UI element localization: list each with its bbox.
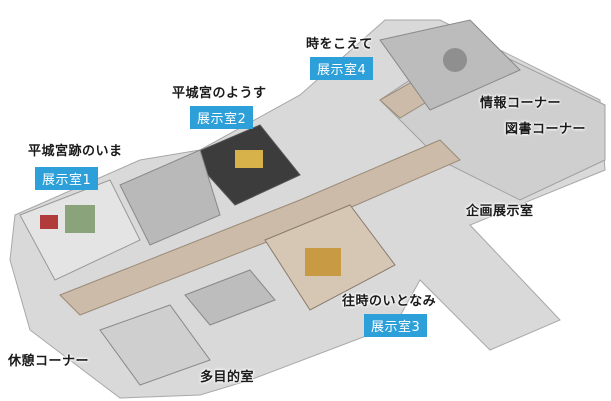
room2-model [235,150,263,168]
badge-room2: 展示室2 [190,106,254,129]
label-beyond-time: 時をこえて [306,37,373,52]
room3-pavilion [305,248,341,276]
room1-display [65,205,95,233]
rest-area [99,304,211,386]
label-special-exhibit: 企画展示室 [466,204,534,219]
room4-display [443,48,467,72]
multipurpose-area [184,269,276,326]
mid-building [119,149,221,246]
badge-room3: 展示室3 [364,314,428,337]
label-rest-corner: 休憩コーナー [8,354,90,369]
room1-exhibit [40,215,58,229]
label-past-life: 往時のいとなみ [342,294,437,309]
badge-room1: 展示室1 [35,167,99,190]
label-heijo-scene: 平城宮のようす [172,86,267,101]
label-multipurpose: 多目的室 [200,370,255,385]
badge-room4: 展示室4 [310,57,374,80]
main-corridor [59,139,461,316]
label-library-corner: 図書コーナー [505,122,587,137]
label-info-corner: 情報コーナー [480,96,562,111]
label-heijo-now: 平城宮跡のいま [28,144,123,159]
